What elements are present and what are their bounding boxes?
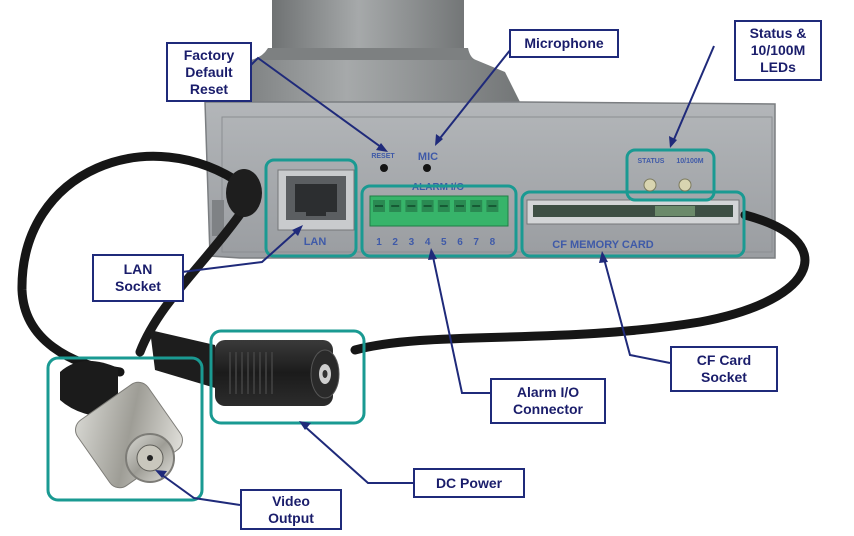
reset-label: RESET xyxy=(371,153,395,160)
cf-memory-label: CF MEMORY CARD xyxy=(552,239,654,251)
lan-socket xyxy=(278,170,354,230)
callout-dc-power: DC Power xyxy=(413,468,525,498)
callout-video-output: Video Output xyxy=(240,489,342,530)
callout-microphone: Microphone xyxy=(509,29,619,58)
callout-lan-socket: LAN Socket xyxy=(92,254,184,302)
speed-led xyxy=(679,179,691,191)
callout-alarm-connector: Alarm I/O Connector xyxy=(490,378,606,424)
callout-factory-reset-text: Factory Default Reset xyxy=(184,47,235,98)
alarm-pin-number: 5 xyxy=(441,237,447,248)
callout-video-output-text: Video Output xyxy=(268,493,314,527)
lan-label: LAN xyxy=(304,236,327,248)
alarm-pin-number: 4 xyxy=(425,237,431,248)
callout-factory-reset: Factory Default Reset xyxy=(166,42,252,102)
dc-power-plug xyxy=(150,330,339,406)
alarm-pin-number: 2 xyxy=(392,237,398,248)
alarm-pin-number: 7 xyxy=(473,237,479,248)
callout-alarm-connector-text: Alarm I/O Connector xyxy=(513,384,583,418)
callout-status-leds: Status & 10/100M LEDs xyxy=(734,20,822,81)
alarm-pin-number: 6 xyxy=(457,237,463,248)
mic-label: MIC xyxy=(418,151,438,163)
mic-hole xyxy=(423,164,431,172)
speed-label: 10/100M xyxy=(676,158,703,165)
callout-microphone-text: Microphone xyxy=(524,35,603,52)
callout-lan-socket-text: LAN Socket xyxy=(115,261,161,295)
alarm-pin-number: 8 xyxy=(490,237,496,248)
status-label: STATUS xyxy=(638,158,665,165)
cf-card-slot xyxy=(527,200,739,224)
callout-cf-socket-text: CF Card Socket xyxy=(697,352,751,386)
bnc-video-connector xyxy=(60,361,187,493)
cable-grommet xyxy=(226,169,262,217)
callout-status-leds-text: Status & 10/100M LEDs xyxy=(750,25,807,76)
status-led xyxy=(644,179,656,191)
alarm-pin-number: 3 xyxy=(409,237,415,248)
alarm-pin-number: 1 xyxy=(376,237,382,248)
reset-hole xyxy=(380,164,388,172)
callout-dc-power-text: DC Power xyxy=(436,475,502,492)
alarm-terminal-block xyxy=(370,196,508,226)
camera-housing xyxy=(205,0,520,102)
callout-cf-socket: CF Card Socket xyxy=(670,346,778,392)
